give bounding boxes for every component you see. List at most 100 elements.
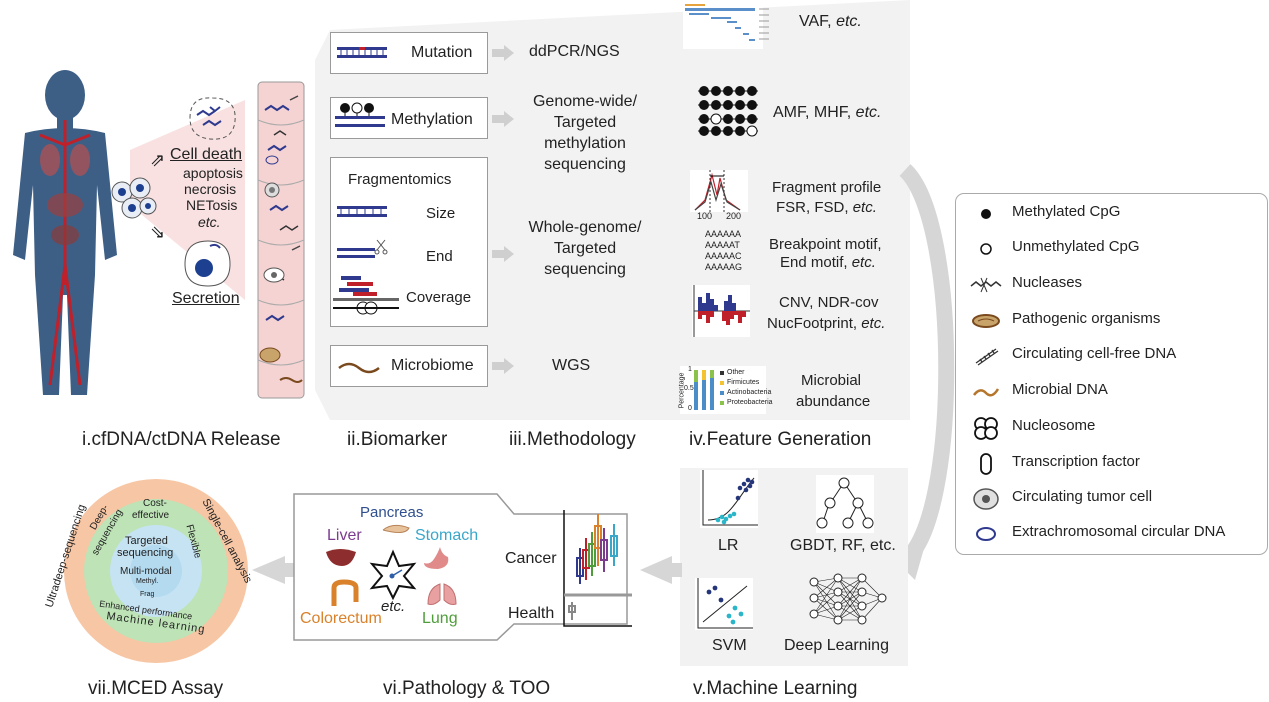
micro-legend-other: Other xyxy=(727,369,745,376)
fragmentomics-label: Fragmentomics xyxy=(348,171,452,188)
assay-center-frag: Frag xyxy=(140,591,155,598)
micro-legend-actino: Actinobacteria xyxy=(727,389,772,396)
organ-lung-label: Lung xyxy=(422,610,458,627)
methylation-haplotype-thumbnail xyxy=(698,86,758,137)
cell-death-label: Cell death xyxy=(170,146,243,163)
legend-item-nucleosome: Nucleosome xyxy=(956,413,1256,443)
legend-item-nucleases: Nucleases xyxy=(956,270,1256,300)
fragment-profile-thumbnail xyxy=(690,170,748,212)
ml-svm-label: SVM xyxy=(712,637,747,654)
star-icon xyxy=(369,549,417,601)
method-wgs-line1: Whole-genome/ xyxy=(528,219,642,236)
size-label: Size xyxy=(426,205,456,222)
secretion-label: Secretion xyxy=(172,290,240,307)
legend-item-pathogen: Pathogenic organisms xyxy=(956,306,1256,336)
fragment-size-icon xyxy=(337,206,387,217)
microbiome-label: Microbiome xyxy=(391,357,474,374)
assay-cost-label: Cost- xyxy=(143,498,167,509)
coverage-icon xyxy=(333,276,399,315)
cancer-label: Cancer xyxy=(505,550,557,567)
micro-legend-firmicutes: Firmicutes xyxy=(727,379,760,386)
pathology-frame xyxy=(293,493,628,641)
frag-tick-100: 100 xyxy=(697,211,713,221)
assay-center-sequencing: sequencing xyxy=(117,547,174,559)
methylated-cpg-icon xyxy=(981,209,991,219)
stage-6-title: vi.Pathology & TOO xyxy=(383,678,551,699)
stage-2-title: ii.Biomarker xyxy=(347,429,448,450)
death-type-apoptosis: apoptosis xyxy=(183,165,243,181)
feature-fsr: FSR, FSD, etc. xyxy=(776,199,877,216)
feature-cnv: CNV, NDR-cov xyxy=(779,294,879,311)
ecdna-icon xyxy=(976,527,996,541)
legend-box: Methylated CpG Unmethylated CpG Nuclease… xyxy=(955,193,1268,555)
motif-3: AAAAAC xyxy=(705,251,742,261)
arrow-down-icon: ⇘ xyxy=(150,222,166,242)
unmethylated-cpg-icon xyxy=(980,243,992,255)
feature-nucfootprint: NucFootprint, etc. xyxy=(767,315,886,332)
ml-deep-learning-label: Deep Learning xyxy=(784,637,889,654)
nuclease-icon xyxy=(970,277,1002,293)
legend-item-ecdna: Extrachromosomal circular DNA xyxy=(956,519,1256,549)
feature-fragment-profile: Fragment profile xyxy=(772,179,882,196)
human-body-illustration xyxy=(13,70,117,395)
cfdna-icon xyxy=(975,348,999,366)
micro-tick-0: 0 xyxy=(688,405,692,412)
ml-lr-label: LR xyxy=(718,537,739,554)
coverage-label: Coverage xyxy=(406,289,472,306)
assay-effective-label: effective xyxy=(132,510,170,521)
micro-legend-proteo: Proteobacteria xyxy=(727,399,773,406)
methylation-label: Methylation xyxy=(391,111,473,128)
neural-network-icon xyxy=(809,573,887,625)
method-wgs-line2: Targeted xyxy=(553,240,617,257)
microbial-dna-icon xyxy=(338,362,380,374)
feature-breakpoint: Breakpoint motif, xyxy=(769,236,882,253)
lung-icon xyxy=(427,583,457,605)
stage-3-title: iii.Methodology xyxy=(509,429,636,450)
feature-microbial: Microbial xyxy=(801,372,862,389)
organ-pancreas-label: Pancreas xyxy=(360,504,424,521)
arrow-up-icon: ⇗ xyxy=(150,150,166,170)
stage-1-title: i.cfDNA/ctDNA Release xyxy=(82,429,281,450)
tumor-cell-icon xyxy=(973,488,999,510)
feature-end-motif: End motif, etc. xyxy=(780,254,876,271)
death-type-etc: etc. xyxy=(198,214,221,230)
cnv-thumbnail xyxy=(692,285,750,337)
mced-assay-rings xyxy=(64,479,248,663)
mutation-label: Mutation xyxy=(411,44,473,61)
motif-1: AAAAAA xyxy=(705,229,742,239)
method-methylation-line1: Genome-wide/ xyxy=(532,93,638,110)
organ-stomach-label: Stomach xyxy=(415,527,479,544)
method-methylation-line3: methylation xyxy=(544,135,626,152)
pancreas-icon xyxy=(382,524,410,534)
fragment-end-icon xyxy=(337,239,388,258)
liver-icon xyxy=(326,549,356,566)
death-type-netosis: NETosis xyxy=(186,197,238,213)
frag-tick-200: 200 xyxy=(726,211,742,221)
death-type-necrosis: necrosis xyxy=(184,181,237,197)
microbial-abundance-thumbnail xyxy=(680,366,766,414)
method-ddpcr: ddPCR/NGS xyxy=(529,43,620,60)
legend-item-ctc: Circulating tumor cell xyxy=(956,484,1256,514)
blood-vessel-cfdna xyxy=(257,81,305,399)
method-methylation-line4: sequencing xyxy=(544,156,626,173)
assay-center-methyl: Methyl. xyxy=(136,578,159,585)
method-methylation-line2: Targeted xyxy=(553,114,617,131)
method-microbiome-wgs: WGS xyxy=(552,357,591,374)
legend-item-methylated: Methylated CpG xyxy=(956,199,1256,229)
organ-colorectum-label: Colorectum xyxy=(300,610,382,627)
tumor-cell-cluster xyxy=(111,177,157,219)
legend-item-cfdna: Circulating cell-free DNA xyxy=(956,341,1256,371)
colorectum-icon xyxy=(331,579,359,606)
dying-cell-icon xyxy=(189,97,236,140)
motif-4: AAAAAG xyxy=(705,262,743,272)
health-label: Health xyxy=(508,605,555,622)
organ-liver-label: Liver xyxy=(327,527,362,544)
legend-item-unmethylated: Unmethylated CpG xyxy=(956,234,1256,264)
organ-etc-label: etc. xyxy=(381,598,406,615)
nucleosome-icon xyxy=(974,417,998,440)
decision-tree-icon xyxy=(816,475,874,533)
assay-center-targeted: Targeted xyxy=(125,535,168,547)
cancer-health-boxplot xyxy=(563,510,632,627)
mutated-dna-icon xyxy=(337,47,387,58)
end-label: End xyxy=(426,248,453,265)
